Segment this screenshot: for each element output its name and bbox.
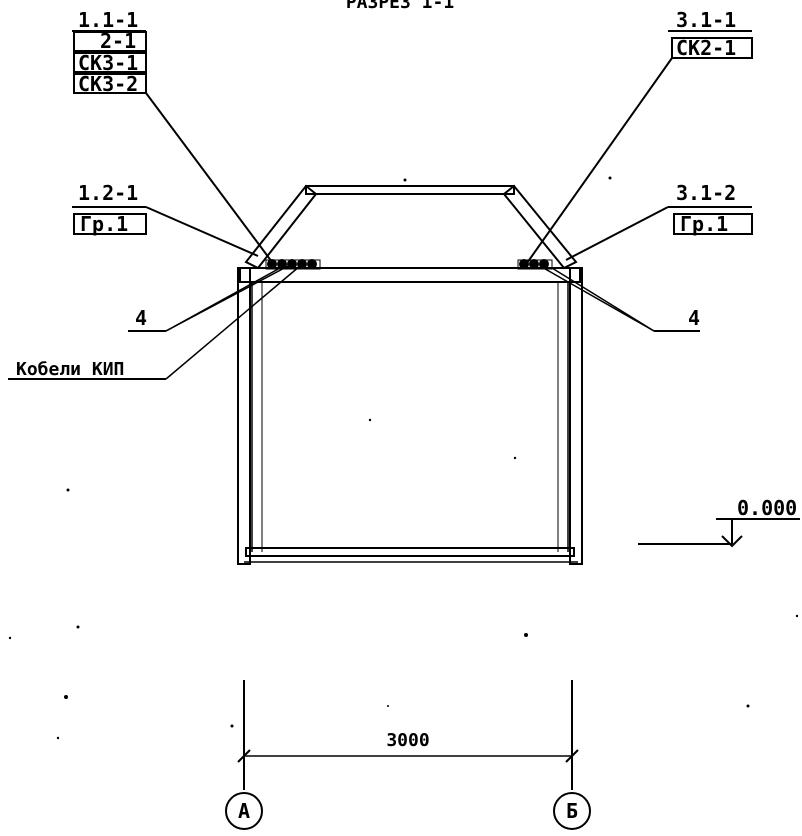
leader-left-4-label: 4 xyxy=(135,306,147,330)
callout-right-top-1: 3.1-1 xyxy=(676,8,736,32)
roof-structure xyxy=(239,184,581,283)
leader-right-4-label: 4 xyxy=(688,306,700,330)
callout-right-mid-2: Гр.1 xyxy=(680,212,728,236)
callout-right-mid: 3.1-2 Гр.1 xyxy=(565,181,753,261)
cable-bundle-left xyxy=(265,259,321,270)
dimension-label: 3000 xyxy=(386,730,429,751)
axis-a-label: А xyxy=(238,799,250,823)
leader-4-right: 4 xyxy=(539,265,700,332)
callout-left-mid-2: Гр.1 xyxy=(80,212,128,236)
callout-right-top-2: СК2-1 xyxy=(676,36,736,60)
callout-right-mid-1: 3.1-2 xyxy=(676,181,736,205)
callout-stack-left-top: 1.1-1 2-1 СК3-1 СК3-2 xyxy=(72,8,276,267)
axis-marker-a: А xyxy=(225,792,263,830)
scan-noise xyxy=(8,176,799,740)
callout-left-top-1: 1.1-1 xyxy=(78,8,138,32)
level-mark-label: 0.000 xyxy=(737,496,797,520)
axis-b-label: Б xyxy=(566,799,578,823)
callout-left-mid: 1.2-1 Гр.1 xyxy=(72,181,259,257)
tunnel-walls xyxy=(237,267,583,565)
drawing-title: РАЗРЕЗ 1-1 xyxy=(346,0,454,13)
leader-4-left: 4 xyxy=(128,264,291,332)
axis-marker-b: Б xyxy=(553,792,591,830)
callout-left-mid-1: 1.2-1 xyxy=(78,181,138,205)
cable-bundle-right xyxy=(517,259,553,270)
level-mark: 0.000 xyxy=(638,496,800,548)
cables-label: Кобели КИП xyxy=(16,359,124,380)
cables-callout: Кобели КИП xyxy=(8,265,301,380)
dimension-3000: 3000 xyxy=(237,680,579,790)
callout-stack-right-top: 3.1-1 СК2-1 xyxy=(526,8,753,264)
